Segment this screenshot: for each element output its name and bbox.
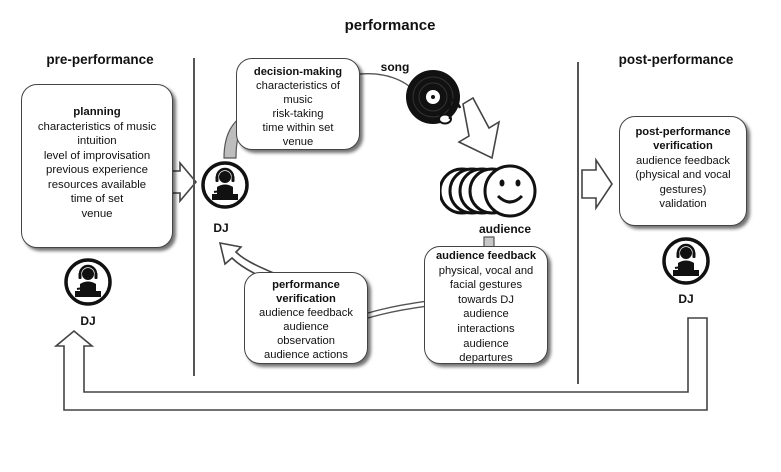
audience-feedback-item: audience <box>463 337 509 350</box>
perf-verification-title: verification <box>276 293 336 305</box>
vinyl-record-icon <box>406 70 460 124</box>
post-verification-box: post-performance verification audience f… <box>619 116 747 226</box>
planning-item: intuition <box>77 135 117 147</box>
planning-item: characteristics of music <box>37 120 157 133</box>
planning-title: planning <box>73 106 121 118</box>
planning-item: previous experience <box>46 164 148 176</box>
dj-icon <box>63 257 113 307</box>
post-verification-title: post-performance <box>635 126 731 138</box>
perf-verification-title: performance <box>272 279 340 291</box>
song-to-audience-arrow <box>457 96 501 160</box>
planning-item: resources available <box>47 178 147 191</box>
decision-title: decision-making <box>253 66 343 78</box>
audience-feedback-item: physical, vocal and <box>438 264 534 277</box>
post-verification-item: (physical and vocal <box>635 169 731 182</box>
music-note-icon <box>438 97 462 125</box>
divider-left <box>193 58 195 376</box>
perf-verification-item: audience feedback <box>259 307 353 319</box>
audience-feedback-title: audience feedback <box>435 250 537 262</box>
decision-item: venue <box>282 136 314 148</box>
heading-pre-performance: pre-performance <box>46 52 154 67</box>
dj-label-right: DJ <box>678 292 694 306</box>
dj-icon <box>200 160 250 210</box>
smiley-faces-icon <box>440 164 537 218</box>
heading-performance: performance <box>344 17 436 34</box>
planning-item: level of improvisation <box>43 149 151 162</box>
decision-item: risk-taking <box>272 108 324 120</box>
dj-icon <box>661 236 711 286</box>
audience-feedback-item: interactions <box>457 322 515 335</box>
decision-item: time within set <box>262 122 334 134</box>
post-verification-title: verification <box>653 140 713 153</box>
heading-post-performance: post-performance <box>618 52 734 67</box>
decision-item: characteristics of <box>256 80 340 92</box>
planning-item: venue <box>81 207 113 220</box>
decision-item: music <box>283 94 313 106</box>
audience-label: audience <box>478 222 532 236</box>
feedback-loop-arrow <box>53 317 708 411</box>
planning-item: time of set <box>70 193 124 205</box>
song-label: song <box>380 60 410 74</box>
perf-verification-item: audience <box>283 321 329 333</box>
dj-label-middle: DJ <box>213 221 229 235</box>
audience-feedback-box: audience feedback physical, vocal and fa… <box>424 246 548 364</box>
planning-box: planning characteristics of music intuit… <box>21 84 173 248</box>
post-verification-item: audience feedback <box>636 154 730 167</box>
verification-to-dj-arrow <box>218 241 278 282</box>
audience-feedback-item: departures <box>459 352 513 365</box>
dj-label-left: DJ <box>80 314 96 328</box>
post-verification-item: gestures) <box>659 183 707 196</box>
audience-feedback-item: facial gestures <box>449 279 523 292</box>
audience-feedback-item: towards DJ <box>458 293 514 306</box>
perf-verification-item: observation <box>277 335 335 347</box>
divider-right <box>577 62 579 384</box>
audience-feedback-item: audience <box>463 308 509 321</box>
performance-to-post-arrow <box>581 157 613 211</box>
post-verification-item: validation <box>659 198 707 211</box>
performance-verification-box: performance verification audience feedba… <box>244 272 368 364</box>
perf-verification-item: audience actions <box>264 349 348 361</box>
decision-making-box: decision-making characteristics of music… <box>236 58 360 150</box>
